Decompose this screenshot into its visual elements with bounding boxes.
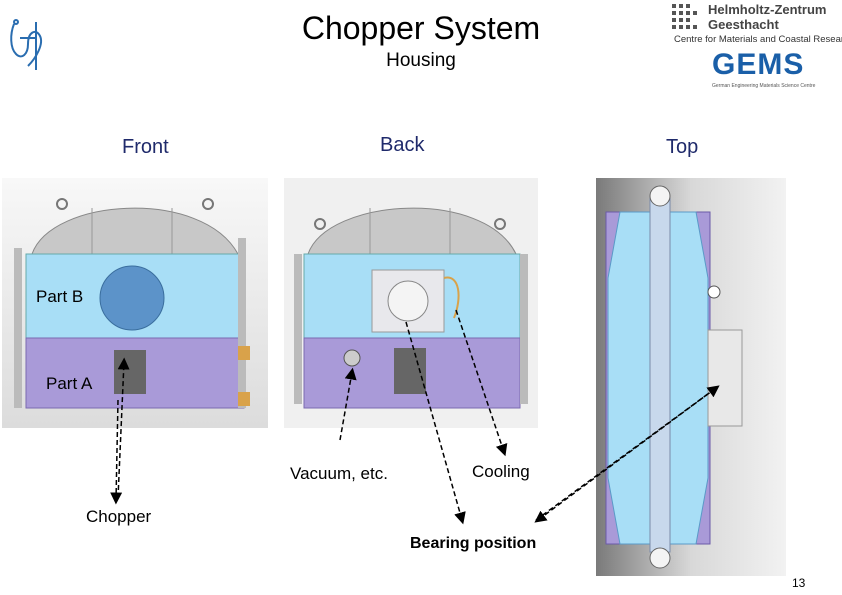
hzg-logo: Helmholtz-Zentrum Geesthacht Centre for …	[672, 2, 842, 94]
bearing-position-label: Bearing position	[410, 535, 537, 552]
top-view-image	[596, 178, 786, 576]
back-view-label: Back	[380, 134, 425, 156]
front-view-image	[2, 178, 268, 428]
page-number: 13	[792, 576, 806, 590]
vacuum-label: Vacuum, etc.	[290, 464, 388, 483]
slide-subtitle: Housing	[386, 50, 456, 71]
chopper-label: Chopper	[86, 507, 152, 526]
part-b-label: Part B	[36, 287, 84, 306]
gems-wordmark: GEMS	[712, 48, 805, 81]
hzg-name-line1: Helmholtz-Zentrum	[708, 2, 827, 17]
hzg-name-line3: Centre for Materials and Coastal Researc…	[674, 34, 842, 45]
hzg-dots-icon	[672, 4, 697, 29]
institute-logo	[10, 19, 42, 70]
top-view-label: Top	[666, 136, 699, 158]
slide-title: Chopper System	[301, 10, 541, 46]
cooling-label: Cooling	[472, 462, 530, 481]
gems-subline: German Engineering Materials Science Cen…	[712, 83, 816, 89]
front-view-label: Front	[122, 136, 169, 158]
back-view-image	[284, 178, 538, 428]
hzg-name-line2: Geesthacht	[708, 17, 779, 32]
part-a-label: Part A	[46, 374, 93, 393]
